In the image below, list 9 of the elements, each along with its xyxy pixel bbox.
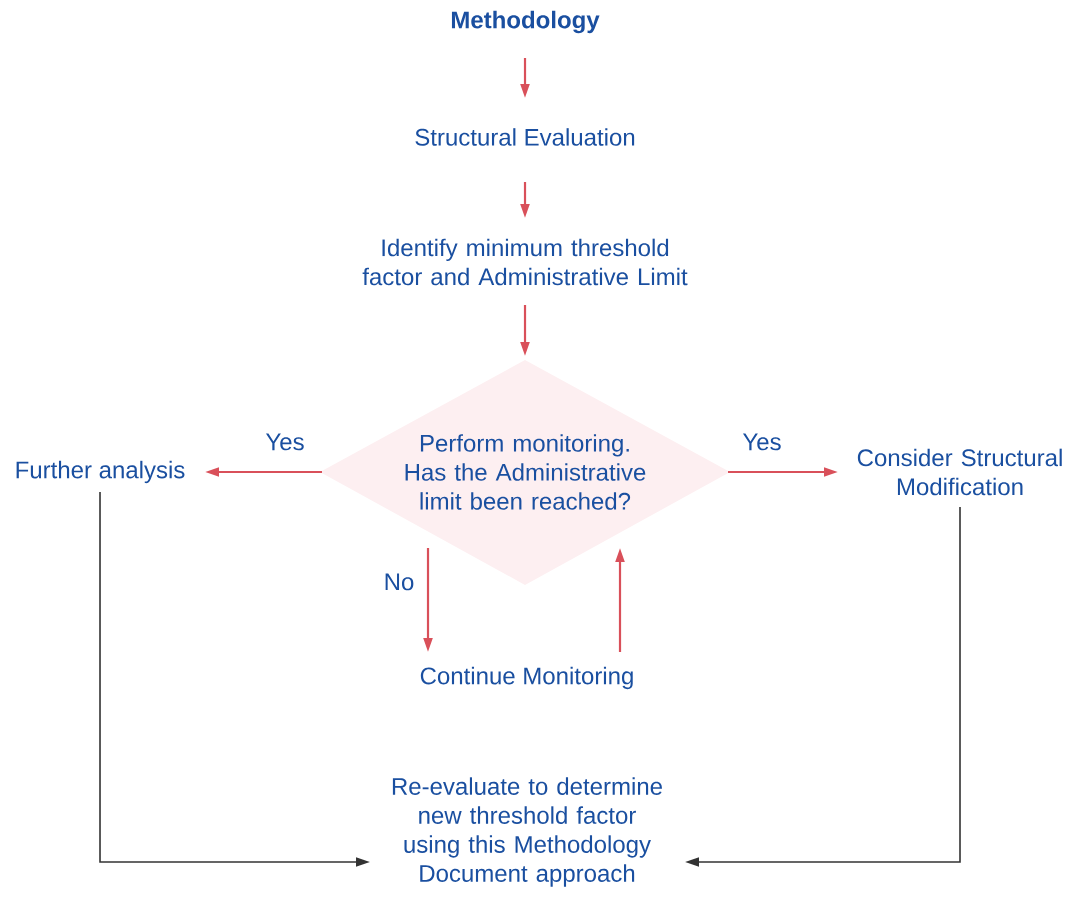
step-text: Consider Structural Modification bbox=[857, 448, 1062, 496]
step-text: Identify minimum threshold factor and Administrative Limit bbox=[362, 238, 688, 286]
step-text: Re-evaluate to determine new threshold factor using this Methodology Document approach bbox=[392, 777, 662, 887]
edge-label: Yes bbox=[265, 433, 304, 451]
step-text: Continue Monitoring bbox=[420, 666, 633, 690]
step-text: Further analysis bbox=[16, 460, 185, 484]
heading-text: Methodology bbox=[451, 10, 600, 34]
edge-label: Yes bbox=[742, 433, 781, 451]
step-text: Structural Evaluation bbox=[415, 128, 635, 146]
